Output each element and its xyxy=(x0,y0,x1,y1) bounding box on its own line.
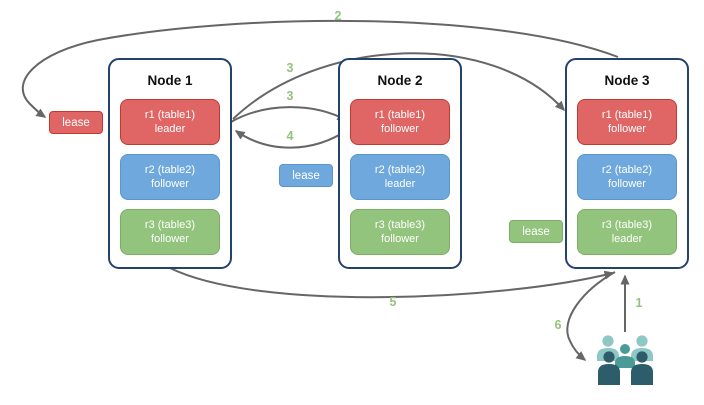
replica-label: r3 (table3) xyxy=(374,218,426,231)
lease-tag-table1: lease xyxy=(49,111,103,134)
step-label-3a: 3 xyxy=(286,61,294,75)
users-group-icon xyxy=(597,335,653,385)
step-label-2: 2 xyxy=(334,9,342,23)
arrow-step-5-node1-to-node3 xyxy=(169,267,615,299)
step-label-5: 5 xyxy=(389,295,397,309)
node-2-replica-r3: r3 (table3) follower xyxy=(350,209,450,255)
replica-label: r3 (table3) xyxy=(144,218,196,231)
lease-tag-table3: lease xyxy=(509,220,563,243)
replica-role: follower xyxy=(608,178,646,190)
node-2-replica-r1: r1 (table1) follower xyxy=(350,99,450,145)
node-1-title: Node 1 xyxy=(147,73,193,88)
node-2-replica-r2: r2 (table2) leader xyxy=(350,154,450,200)
replica-label: r3 (table3) xyxy=(601,218,653,231)
node-3-title: Node 3 xyxy=(604,73,650,88)
replica-role: follower xyxy=(381,233,419,245)
replica-role: follower xyxy=(151,233,189,245)
node-3: Node 3 r1 (table1) follower r2 (table2) … xyxy=(565,58,689,269)
node-3-replica-r3: r3 (table3) leader xyxy=(577,209,677,255)
step-label-3b: 3 xyxy=(286,89,294,103)
node-2-title: Node 2 xyxy=(377,73,423,88)
replica-label: r2 (table2) xyxy=(601,163,653,176)
node-2: Node 2 r1 (table1) follower r2 (table2) … xyxy=(338,58,462,269)
node-3-replica-r1: r1 (table1) follower xyxy=(577,99,677,145)
step-label-4: 4 xyxy=(286,129,294,143)
node-1-replica-r3: r3 (table3) follower xyxy=(120,209,220,255)
arrow-step-3-node1-to-node2 xyxy=(230,106,348,123)
step-label-6: 6 xyxy=(554,318,562,332)
step-label-1: 1 xyxy=(635,296,643,310)
lease-tag-table2: lease xyxy=(279,164,333,187)
node-1: Node 1 r1 (table1) leader r2 (table2) fo… xyxy=(108,58,232,269)
replica-label: r2 (table2) xyxy=(374,163,426,176)
replica-role: leader xyxy=(154,123,186,135)
node-1-replica-r1: r1 (table1) leader xyxy=(120,99,220,145)
replica-label: r1 (table1) xyxy=(144,108,196,121)
replica-label: r2 (table2) xyxy=(144,163,196,176)
node-1-replica-r2: r2 (table2) follower xyxy=(120,154,220,200)
replica-role: leader xyxy=(611,233,643,245)
replica-role: follower xyxy=(608,123,646,135)
replica-label: r1 (table1) xyxy=(374,108,426,121)
replica-role: follower xyxy=(151,178,189,190)
node-3-replica-r2: r2 (table2) follower xyxy=(577,154,677,200)
replica-label: r1 (table1) xyxy=(601,108,653,121)
replica-role: follower xyxy=(381,123,419,135)
replica-role: leader xyxy=(384,178,416,190)
